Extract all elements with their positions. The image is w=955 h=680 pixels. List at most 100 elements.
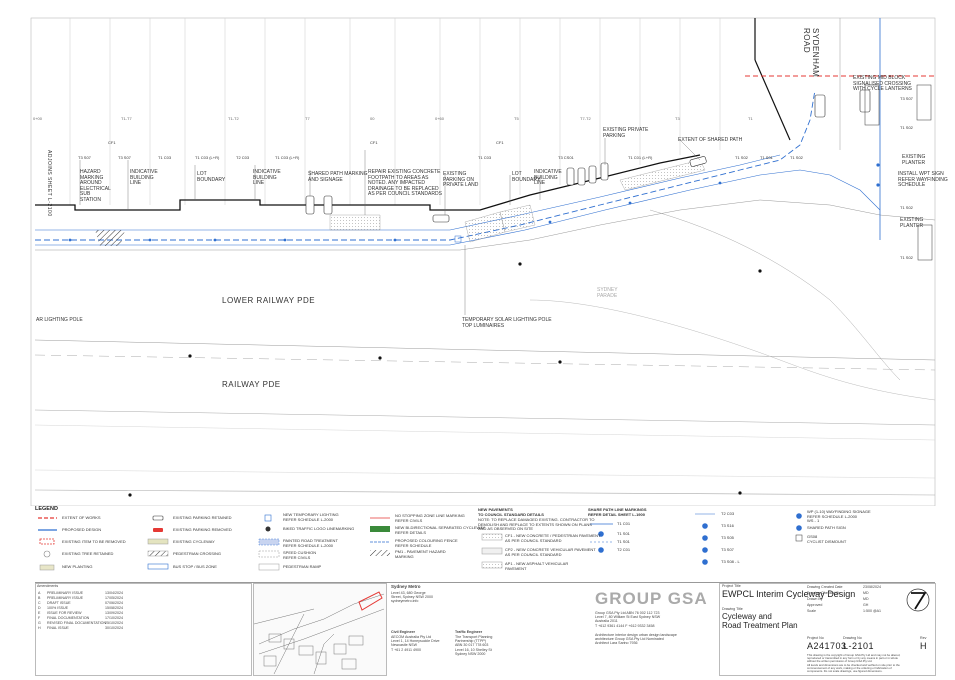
leader-lines (79, 138, 701, 315)
meta-key: Drawing Checked By (807, 591, 841, 595)
meta-key: Drawn By (807, 597, 823, 601)
code-label: T1 C03 (L+R) (195, 155, 220, 160)
hazard-hatch (95, 230, 125, 246)
amendment-rev: B (38, 596, 41, 600)
callout-wpt-sign: INSTALL WPT SIGN REFER WAYFINDING SCHEDU… (898, 171, 948, 188)
firm-note: Architecture interior design urban desig… (595, 633, 677, 646)
amendment-desc: ISSUE FOR REVIEW (47, 611, 82, 615)
legend-pavements-title: NEW PAVEMENTS TO COUNCIL STANDARD DETAIL… (478, 507, 544, 517)
sydenham-boundary-2 (754, 59, 791, 141)
amendment-rev: A (38, 591, 41, 595)
traffic-label: Traffic Engineer (455, 630, 483, 634)
callout-extent-shared-path: EXTENT OF SHARED PATH (678, 137, 743, 143)
amendment-desc: PRELIMINARY ISSUE (47, 596, 84, 600)
amendments-label: Amendments (37, 584, 59, 588)
cycle-logos (68, 163, 880, 242)
drawing-number: L-2101 (843, 641, 875, 651)
key-plan-map (253, 591, 385, 675)
amendment-date: 17/10/2024 (105, 616, 123, 620)
legend-item: T1 S01 (617, 531, 630, 536)
chainage: 0+60 (435, 116, 445, 121)
revision: H (920, 641, 927, 651)
legend-item: NEW BI-DIRECTIONAL SEPARATED CYCLEWAY RE… (395, 525, 486, 535)
amendment-rev: H (38, 626, 41, 630)
code-label: CF1 (496, 140, 504, 145)
legend-item: T3 S05 (721, 535, 734, 540)
code-label: CF1 (370, 140, 378, 145)
client-name: Sydney Metro (391, 584, 421, 589)
code-label: T1 S02 (900, 255, 913, 260)
amendment-rev: C (38, 601, 41, 605)
legend-item: NO STOPPING ZONE LINE MARKING REFER CIVI… (395, 513, 465, 523)
property-lines (69, 18, 721, 205)
legend-item: EXISTING PARKING REMOVED (173, 527, 232, 532)
chainage: T5 (514, 116, 519, 121)
legend-item: PEDESTRIAN RAMP (283, 564, 322, 569)
callout-existing-planter-2: EXISTING PLANTER (900, 217, 924, 229)
legend-item: T3 S08 - L (721, 559, 740, 564)
amendment-desc: 100% ISSUE (47, 606, 68, 610)
legend-item: PM1 - PAVEMENT HAZARD MARKING (395, 549, 446, 559)
callout-lighting-pole: AR LIGHTING POLE (36, 317, 83, 323)
code-label: T1 C01 (L+R) (628, 155, 653, 160)
legend-item: NEW PLANTING (62, 564, 93, 569)
legend-item: EXISTING TREE RETAINED (62, 551, 114, 556)
road-name-railway: RAILWAY PDE (222, 380, 281, 389)
amendment-date: 07/06/2024 (105, 601, 123, 605)
curved-kerb (649, 209, 901, 381)
code-label: T1 S02 (790, 155, 803, 160)
meta-value: GH (863, 603, 869, 607)
legend: LEGEND EXTENT OF WORKS (35, 506, 935, 586)
chainage: T7-T2 (580, 116, 591, 121)
traffic-engineer: The Transport Planning Partnership (TTPP… (455, 635, 493, 656)
legend-item: EXISTING ITEM TO BE REMOVED (62, 539, 126, 544)
legend-item: GS08 CYCLIST DISMOUNT (807, 534, 847, 544)
civil-engineer: AECOM Australia Pty Ltd Level 1, 14 Hone… (391, 635, 440, 652)
legend-item: NEW TEMPORARY LIGHTING REFER SCHEDULE L-… (283, 512, 339, 522)
callout-shared-path: SHARED PATH MARKING AND SIGNAGE (308, 171, 368, 183)
pavement-area-4 (619, 159, 706, 191)
code-label: T1 S01 (760, 155, 773, 160)
site-plan (30, 17, 936, 506)
adjoins-sheet: ADJOINS SHEET L-2100 (46, 150, 52, 217)
code-label: T1 S02 (900, 205, 913, 210)
callout-existing-private-parking: EXISTING PRIVATE PARKING (603, 127, 649, 139)
client-address: Level 43, 680 George Street, Sydney NSW … (391, 591, 433, 604)
chainage: 00 (370, 116, 375, 121)
code-label: T1 C03 (158, 155, 172, 160)
callout-building-line-2: INDICATIVE BUILDING LINE (253, 169, 281, 186)
chainage: T1 (748, 116, 753, 121)
disclaimer: This drawing is the copyright of Group G… (807, 653, 901, 674)
legend-item: BUS STOP / BUS ZONE (173, 564, 217, 569)
legend-swatches (38, 513, 803, 571)
legend-item: T2 C03 (721, 511, 735, 516)
callout-lot-boundary: LOT BOUNDARY (197, 171, 226, 183)
project-title: EWPCL Interim Cycleway Design (722, 589, 856, 599)
drawing-no-label: Drawing No (843, 636, 862, 640)
drawing-label: Drawing Title (722, 607, 743, 611)
kerb-line (35, 199, 936, 251)
callout-signalised-crossing: EXISTING MID BLOCK SIGNALISED CROSSING W… (853, 75, 912, 92)
amendment-date: 25/10/2024 (105, 621, 123, 625)
pavement-area-1 (464, 211, 506, 243)
project-number: A241703 (807, 641, 847, 651)
rev-label: Rev (920, 636, 927, 640)
legend-item: SPEED CUSHION REFER CIVILS (283, 550, 317, 560)
legend-item: CF1 - NEW CONCRETE / PEDESTRIAN PAVEMENT… (505, 533, 601, 543)
code-label: T1 S02 (735, 155, 748, 160)
amendment-date: 30/10/2024 (105, 626, 123, 630)
code-label: T3 S07 (78, 155, 91, 160)
amendment-desc: FINAL ISSUE (47, 626, 69, 630)
legend-item: T2 C01 (617, 547, 631, 552)
curved-road (529, 299, 936, 401)
signal-boxes (454, 84, 933, 261)
code-label: T1 C03 (L+R) (275, 155, 300, 160)
key-plan (253, 583, 387, 676)
legend-item: PEDESTRIAN CROSSING (173, 551, 222, 556)
legend-item: EXISTING PARKING RETAINED (173, 515, 232, 520)
legend-sharepath-title: SHARE PATH LINE MARKINGS REFER DETAIL SH… (588, 507, 647, 517)
civil-label: Civil Engineer (391, 630, 415, 634)
meta-value: 23/08/2024 (863, 585, 881, 589)
pavement-area-2 (499, 204, 536, 233)
